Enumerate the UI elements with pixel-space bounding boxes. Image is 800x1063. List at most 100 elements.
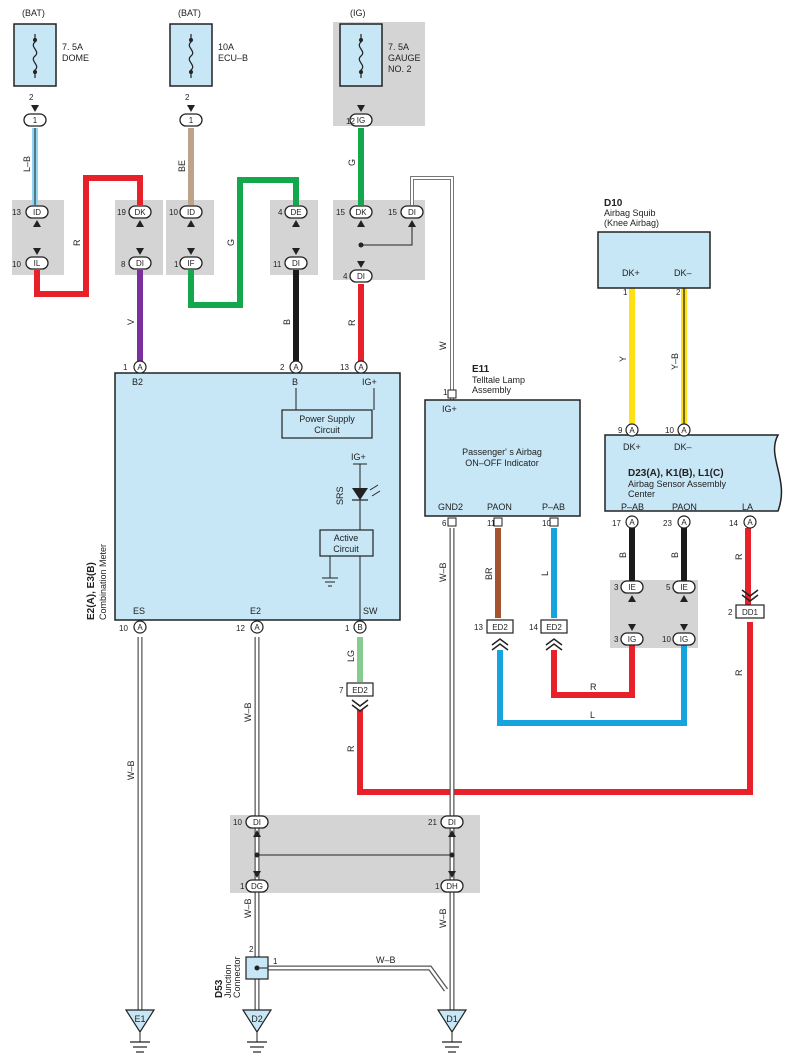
wire-red-dome [34, 175, 143, 297]
svg-text:A: A [629, 426, 635, 435]
svg-text:(BAT): (BAT) [178, 8, 201, 18]
svg-text:B: B [292, 377, 298, 387]
connector-ed2-7: ED2 [346, 682, 374, 712]
connector-oval: DH [440, 871, 464, 893]
svg-text:ES: ES [133, 606, 145, 616]
terminal-pin: A [677, 423, 691, 437]
svg-text:ECU–B: ECU–B [218, 53, 248, 63]
wire-red-ed2 [551, 645, 635, 698]
svg-text:4: 4 [343, 272, 348, 281]
svg-text:15: 15 [336, 208, 345, 217]
wire-labels: L–B R V BE G B G R W Y Y–B BR L B B R R … [22, 156, 744, 965]
svg-text:1: 1 [123, 363, 128, 372]
svg-text:PAON: PAON [672, 502, 697, 512]
svg-text:10: 10 [233, 818, 242, 827]
svg-text:Telltale Lamp: Telltale Lamp [472, 375, 525, 385]
terminal-pin: B [353, 620, 367, 634]
ground-d1: D1 [436, 1009, 468, 1053]
svg-text:9: 9 [618, 426, 623, 435]
ground-icon [442, 1041, 462, 1053]
arrow-down-icon [628, 624, 636, 631]
svg-text:A: A [681, 518, 687, 527]
svg-text:1: 1 [345, 624, 350, 633]
connector-oval: 1 [23, 105, 47, 127]
svg-text:DK–: DK– [674, 268, 692, 278]
junction-connector-d53: D53 Junction Connector [214, 956, 269, 998]
terminal-pin [549, 517, 559, 527]
svg-text:E2: E2 [250, 606, 261, 616]
svg-text:21: 21 [428, 818, 437, 827]
svg-text:A: A [293, 363, 299, 372]
arrow-up-icon [408, 220, 416, 227]
svg-text:V: V [126, 319, 136, 325]
svg-text:P–AB: P–AB [621, 502, 644, 512]
terminal-pin: A [625, 515, 639, 529]
svg-text:Y–B: Y–B [670, 353, 680, 370]
svg-text:Circuit: Circuit [333, 544, 359, 554]
terminal-pin [493, 517, 503, 527]
svg-text:DOME: DOME [62, 53, 89, 63]
arrow-up-icon [253, 830, 261, 837]
svg-text:6: 6 [442, 519, 447, 528]
svg-text:W–B: W–B [438, 562, 448, 582]
svg-text:ED2: ED2 [546, 623, 562, 632]
fuse-gauge-no2: (IG) 7. 5A GAUGE NO. 2 [339, 8, 421, 87]
arrow-down-icon [253, 871, 261, 878]
svg-text:12: 12 [236, 624, 245, 633]
svg-text:DK+: DK+ [623, 442, 641, 452]
arrow-down-icon [448, 871, 456, 878]
svg-text:B: B [282, 319, 292, 325]
svg-text:A: A [358, 363, 364, 372]
svg-text:1: 1 [273, 957, 278, 966]
ground-icon [247, 1041, 267, 1053]
airbag-sensor-center: DK+ DK– D23(A), K1(B), L1(C) Airbag Sens… [604, 434, 783, 512]
svg-text:19: 19 [117, 208, 126, 217]
svg-text:W–B: W–B [243, 702, 253, 722]
svg-text:ON–OFF Indicator: ON–OFF Indicator [465, 458, 539, 468]
svg-text:14: 14 [729, 519, 738, 528]
arrow-down-icon [187, 248, 195, 255]
connector-oval: DG [245, 871, 269, 893]
svg-text:B: B [618, 552, 628, 558]
svg-text:DD1: DD1 [742, 608, 759, 617]
svg-text:DK+: DK+ [622, 268, 640, 278]
svg-text:IE: IE [680, 583, 688, 592]
svg-text:DG: DG [251, 882, 263, 891]
terminal-pin: A [133, 620, 147, 634]
svg-text:2: 2 [29, 93, 34, 102]
connector-oval: DI [349, 261, 373, 283]
terminal-pin: A [289, 360, 303, 374]
terminal-pin: A [625, 423, 639, 437]
svg-text:D2: D2 [251, 1014, 263, 1024]
svg-text:10: 10 [662, 635, 671, 644]
arrow-up-icon [680, 595, 688, 602]
svg-text:A: A [254, 623, 260, 632]
svg-text:IG+: IG+ [442, 404, 457, 414]
svg-text:IG: IG [628, 635, 636, 644]
ground-d2: D2 [241, 1009, 273, 1053]
svg-text:11: 11 [487, 519, 496, 528]
svg-text:(BAT): (BAT) [22, 8, 45, 18]
svg-text:B: B [357, 623, 362, 632]
svg-text:(Knee Airbag): (Knee Airbag) [604, 218, 659, 228]
svg-text:LG: LG [346, 650, 356, 662]
svg-text:PAON: PAON [487, 502, 512, 512]
svg-text:7. 5A: 7. 5A [388, 42, 409, 52]
svg-text:11: 11 [273, 260, 282, 269]
arrow-down-icon [357, 261, 365, 268]
svg-text:DI: DI [292, 259, 300, 268]
telltale-lamp: E11 Telltale Lamp Assembly IG+ Passenger… [424, 364, 581, 517]
svg-text:R: R [347, 319, 357, 326]
arrow-up-icon [628, 595, 636, 602]
fuse-ecu-b: (BAT) 10A ECU–B [169, 8, 248, 87]
svg-text:B2: B2 [132, 377, 143, 387]
terminal-pin: A [250, 620, 264, 634]
fuse-dome: (BAT) 7. 5A DOME [13, 8, 89, 87]
svg-text:GAUGE: GAUGE [388, 53, 421, 63]
svg-text:LA: LA [742, 502, 753, 512]
svg-text:DH: DH [446, 882, 458, 891]
arrow-up-icon [448, 830, 456, 837]
terminal-pin: A [133, 360, 147, 374]
svg-text:A: A [629, 518, 635, 527]
svg-text:IG+: IG+ [362, 377, 377, 387]
